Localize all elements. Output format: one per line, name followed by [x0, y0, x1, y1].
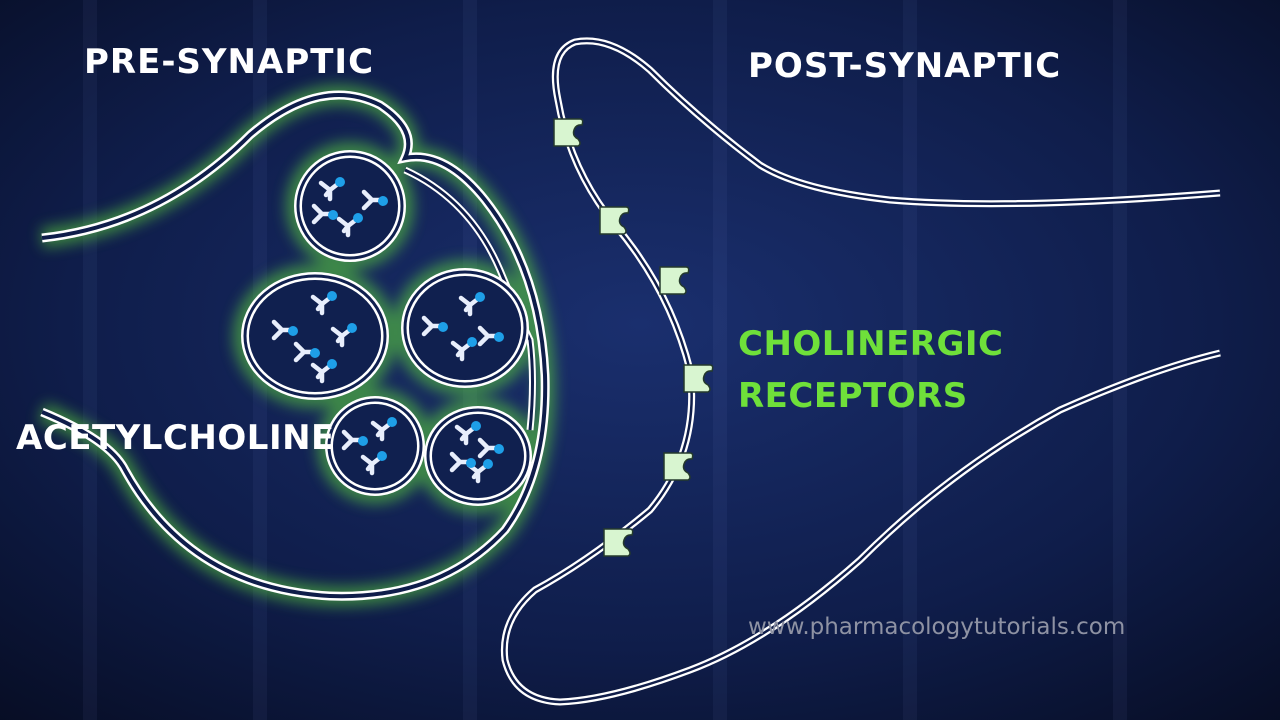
presynaptic-label: PRE-SYNAPTIC [84, 42, 375, 82]
vesicle [241, 272, 389, 400]
receptor-label-line-1: CHOLINERGIC [738, 324, 1004, 364]
website-watermark: www.pharmacologytutorials.com [748, 614, 1126, 640]
synaptic-vesicles [241, 150, 532, 506]
acetylcholine-label: ACETYLCHOLINE [16, 418, 335, 458]
cholinergic-receptors-label: CHOLINERGIC RECEPTORS [738, 318, 1004, 422]
vesicle [325, 396, 425, 496]
vesicle [401, 268, 529, 388]
postsynaptic-neuron [500, 37, 1221, 706]
vesicle [294, 150, 406, 262]
vesicle [424, 406, 532, 506]
postsynaptic-label: POST-SYNAPTIC [748, 46, 1062, 86]
receptor-label-line-2: RECEPTORS [738, 376, 968, 416]
